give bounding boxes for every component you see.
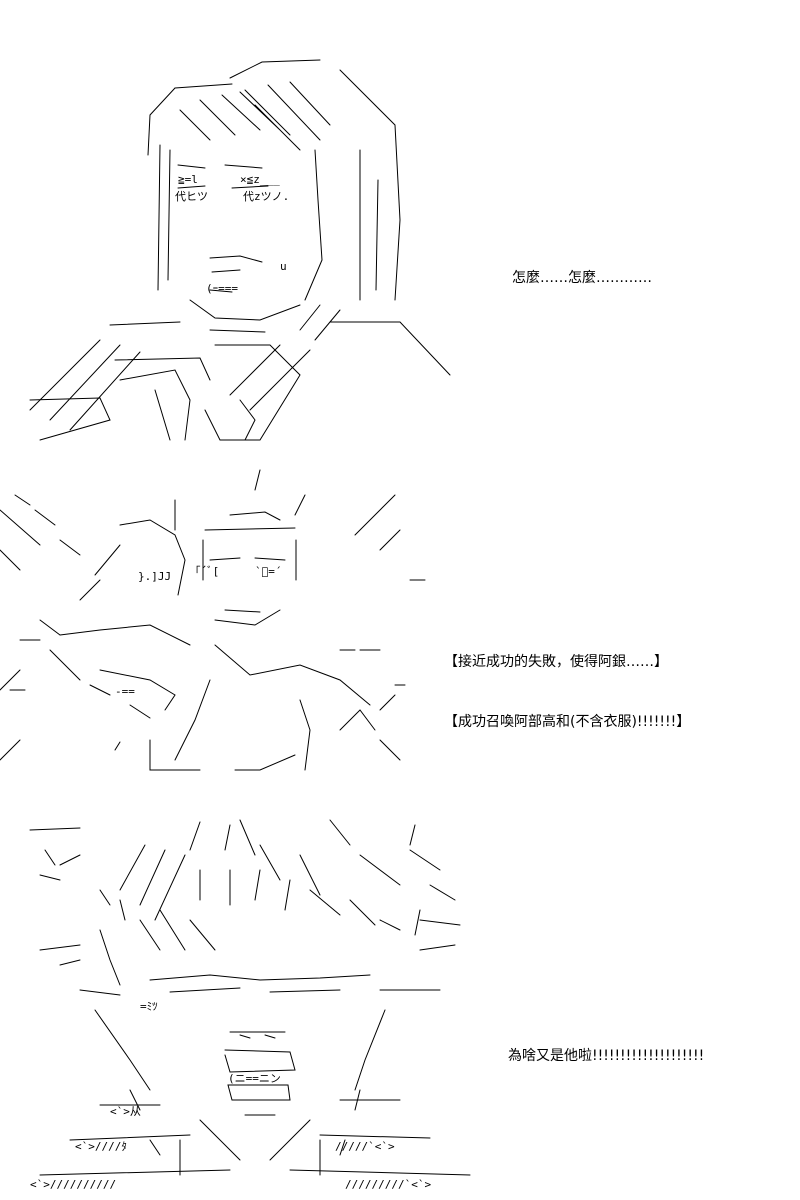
- ascii-art-figure-2: ｢´ﾞ[ `ﾞ=´ }.]JJ -==: [0, 469, 426, 771]
- ascii-art-figure-3: <`>从 <`>////ﾀ <`>////////// /////`<`> //…: [29, 819, 471, 1191]
- panel-1: ≧=l ×≦z___ 代ヒツ 代zツノ. (ｰ=== u 怎麼……怎麼…………: [0, 0, 800, 460]
- svg-text:u: u: [280, 260, 287, 273]
- svg-text:`ﾞ=´: `ﾞ=´: [255, 565, 282, 578]
- caption-line: 【接近成功的失敗，使得阿銀……】: [444, 654, 668, 670]
- svg-text:代ヒツ: 代ヒツ: [175, 190, 208, 203]
- svg-text:=ﾐﾂ: =ﾐﾂ: [140, 1000, 158, 1013]
- caption-panel-1: 怎麼……怎麼…………: [512, 228, 652, 328]
- svg-text:｢´ﾞ[: ｢´ﾞ[: [195, 565, 219, 578]
- svg-text://///`<`>: /////`<`>: [335, 1140, 395, 1153]
- svg-text:≧=l: ≧=l: [178, 173, 198, 186]
- panel-3: <`>从 <`>////ﾀ <`>////////// /////`<`> //…: [0, 810, 800, 1200]
- svg-text:<`>//////////: <`>//////////: [30, 1178, 116, 1191]
- caption-panel-3: 為啥又是他啦!!!!!!!!!!!!!!!!!!!!: [508, 1006, 704, 1106]
- caption-line: 怎麼……怎麼…………: [512, 270, 652, 286]
- caption-line: 【成功召喚阿部高和(不含衣服)!!!!!!!】: [444, 714, 691, 730]
- svg-text:<`>从: <`>从: [110, 1105, 141, 1118]
- ascii-art-figure-1: ≧=l ×≦z___ 代ヒツ 代zツノ. (ｰ=== u: [29, 59, 451, 441]
- svg-text:}.]JJ: }.]JJ: [138, 570, 171, 583]
- caption-line: 為啥又是他啦!!!!!!!!!!!!!!!!!!!!: [508, 1048, 705, 1064]
- svg-text:(ニ==ニン: (ニ==ニン: [228, 1072, 281, 1085]
- svg-text:-==: -==: [115, 685, 135, 698]
- caption-panel-2: 【接近成功的失敗，使得阿銀……】 【成功召喚阿部高和(不含衣服)!!!!!!!】: [444, 612, 690, 772]
- panel-2: ｢´ﾞ[ `ﾞ=´ }.]JJ -== 【接近成功的失敗，使得阿銀……】 【成功…: [0, 469, 800, 790]
- svg-text:×≦z___: ×≦z___: [240, 173, 280, 186]
- svg-text:<`>////ﾀ: <`>////ﾀ: [75, 1140, 127, 1153]
- svg-text://///////`<`>: /////////`<`>: [345, 1178, 431, 1191]
- svg-text:代zツノ.: 代zツノ.: [243, 190, 289, 203]
- svg-text:(ｰ===: (ｰ===: [206, 282, 238, 295]
